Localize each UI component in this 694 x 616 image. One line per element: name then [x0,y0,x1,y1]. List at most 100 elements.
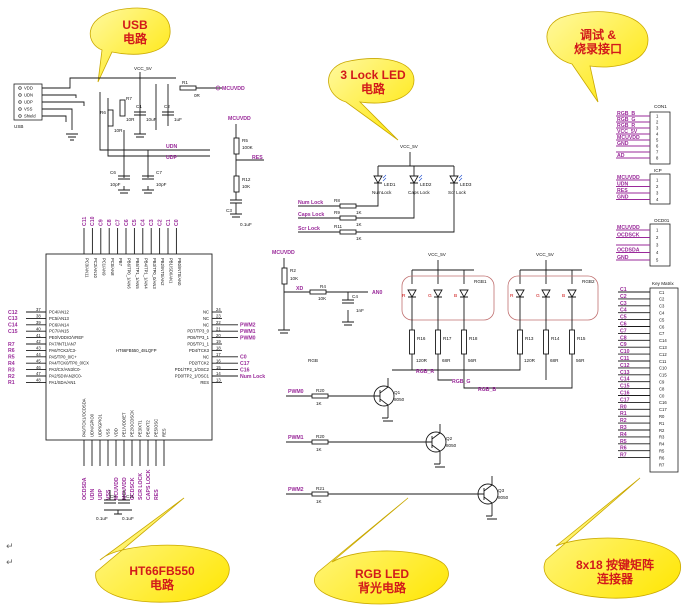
mcu-pin-number: 42 [36,339,41,344]
svg-text:C2: C2 [164,104,170,109]
key-matrix-pin: C11 [659,359,667,364]
mcu-bottom-net: OCDSDA [82,477,88,500]
svg-text:AN0: AN0 [372,290,382,296]
key-matrix-net: C9 [620,342,627,348]
usb-pin-label: UDP [24,100,33,105]
rgb-led-pin: B [562,293,565,299]
mcu-top-net: C10 [90,216,96,226]
connector-net: GND [617,255,629,261]
mcu-bottom-net: UDP [98,489,104,500]
key-matrix-pin: C4 [659,311,665,316]
mcu-bottom-net: MCUVDD [122,477,128,500]
mcu-bottom-net: RES [154,489,160,500]
mcu-right-net: PWM2 [240,323,256,329]
key-matrix-pin: C2 [659,297,665,302]
key-matrix-pin: C3 [659,304,665,309]
svg-text:10R: 10R [114,128,123,133]
key-matrix-net: C1 [620,287,627,293]
connector-pin: 5 [656,138,659,143]
mcu-top-pin-name: PB2/INT0/AN2 [160,258,165,286]
mcu-bottom-net: CAPS LOCK [146,469,152,500]
key-matrix-pin: C16 [659,400,667,405]
svg-text:R12: R12 [242,177,251,182]
svg-text:C8: C8 [110,494,116,499]
mcu-pin-name: PC4/AN12 [49,310,69,315]
svg-text:R6: R6 [100,110,106,115]
mcu-pin-name: NC [203,310,209,315]
mcu-pin-name: PD2/TCK2 [189,361,210,366]
mcu-top-net: C1 [166,219,172,226]
key-matrix-pin: R4 [659,442,665,447]
lock-input-net: Scr Lock [298,226,320,232]
driver-transistor-type: 8050 [498,495,509,500]
mcu-pin-number: 46 [36,365,41,370]
connector-pin: 3 [656,243,659,248]
connector-pin: 4 [656,250,659,255]
mcu-pin-number: 15 [216,365,221,370]
key-matrix-net: C6 [620,322,627,328]
mcu-bottom-pin-name: PE1/VDD/ET [122,412,127,437]
rgb2-outline [507,275,599,321]
mcu-top-pin-name: PB0/INT0/AN0 [177,258,182,286]
mcu-pin-number: 21 [216,326,221,331]
mcu-top-net: C9 [99,219,105,226]
key-matrix-net: C15 [620,384,630,390]
mcu-pin-name: PA1/SDA/AN1 [49,380,76,385]
bubble-rgb [314,497,449,605]
connector-pin: 3 [656,126,659,131]
driver-resistor-ref: R20 [316,434,325,439]
mcu-top-pin-name: PB1/SDI/AN1 [169,258,174,284]
svg-text:C1: C1 [136,104,142,109]
svg-text:0.1uF: 0.1uF [122,516,134,521]
mcu-pin-number: 24 [216,307,221,312]
mcu-pin-name: PE0/VDDIO/VREF [49,335,84,340]
key-matrix-pin: C13 [659,345,667,350]
connector-net: GND [617,141,629,147]
svg-text:RGB_R: RGB_R [416,369,434,375]
key-matrix-pin: C14 [659,338,667,343]
mcu-pin-number: 47 [36,371,41,376]
svg-text:UDP: UDP [166,155,177,161]
connector-net: OCDSDA [617,247,640,253]
connector-pin: 1 [656,114,659,119]
svg-text:0.1uF: 0.1uF [240,222,252,227]
svg-text:1nF: 1nF [356,308,364,313]
key-matrix-net: C14 [620,377,630,383]
key-matrix-net: C11 [620,356,629,362]
svg-text:VCC_5V: VCC_5V [400,144,419,149]
mcu-left-net: R1 [8,380,15,386]
connector-pin: 4 [656,132,659,137]
key-matrix-net: R6 [620,446,627,452]
svg-text:RGB_B: RGB_B [478,387,496,393]
svg-text:0R: 0R [194,93,201,98]
key-matrix-pin: R2 [659,428,665,433]
mcu-bottom-pin-name: RES [162,428,167,437]
key-matrix-pin: C1 [659,290,665,295]
mcu-pin-number: 23 [216,314,221,319]
key-matrix-net: C16 [620,391,630,397]
mcu-right-net: C16 [240,367,250,373]
mcu-pin-name: PA5/TP0_0/C+ [49,354,77,359]
svg-text:10pF: 10pF [156,182,167,187]
rgb-resistor-ref: R15 [577,336,586,341]
svg-text:XD: XD [296,286,303,292]
mcu-top-pin-name: PB3/TP0_0/AN3 [152,258,157,289]
usb-connector-label: USB [14,124,23,129]
connector-pin: 7 [656,150,659,155]
rgb-resistor-val: 68R [442,358,451,363]
mcu-pin-number: 13 [216,378,221,383]
mcu-pin-number: 20 [216,333,221,338]
mcu-right-net: C17 [240,361,250,367]
mcu-pin-name: PA4/TCK0/TP0_0/CX [49,361,89,366]
mcu-bottom-pin-name: PE3/XT1 [138,420,143,437]
rgb-resistor-ref: R14 [551,336,560,341]
connector-net: RGB_G [617,117,635,123]
key-matrix-net: C17 [620,397,630,403]
mcu-bottom-pin-name: UDN/GPIO0 [90,413,95,437]
mcu-left-net: R5 [8,355,15,361]
